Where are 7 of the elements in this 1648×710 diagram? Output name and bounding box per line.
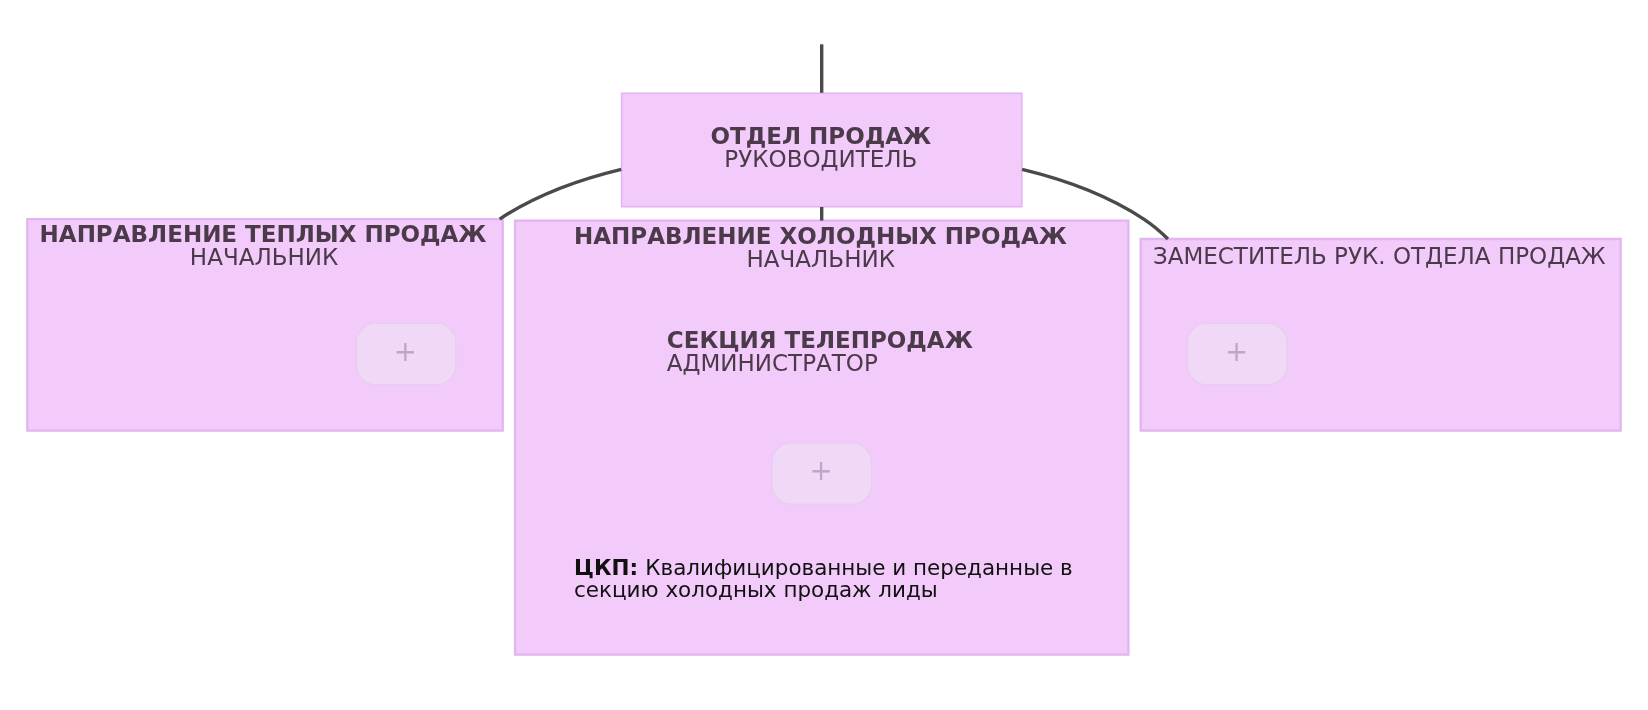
connector (1021, 167, 1170, 241)
node-box: ОТДЕЛ ПРОДАЖ РУКОВОДИТЕЛЬ (620, 92, 1023, 208)
connector (498, 167, 622, 221)
connector (820, 44, 824, 93)
connector (820, 207, 824, 221)
node-text: СЕКЦИЯ ТЕЛЕПРОДАЖ АДМИНИСТРАТОР (666, 326, 973, 376)
label: ЦКП: Квалифицированные и переданные в секцию холодных продаж лиды (574, 555, 1073, 602)
